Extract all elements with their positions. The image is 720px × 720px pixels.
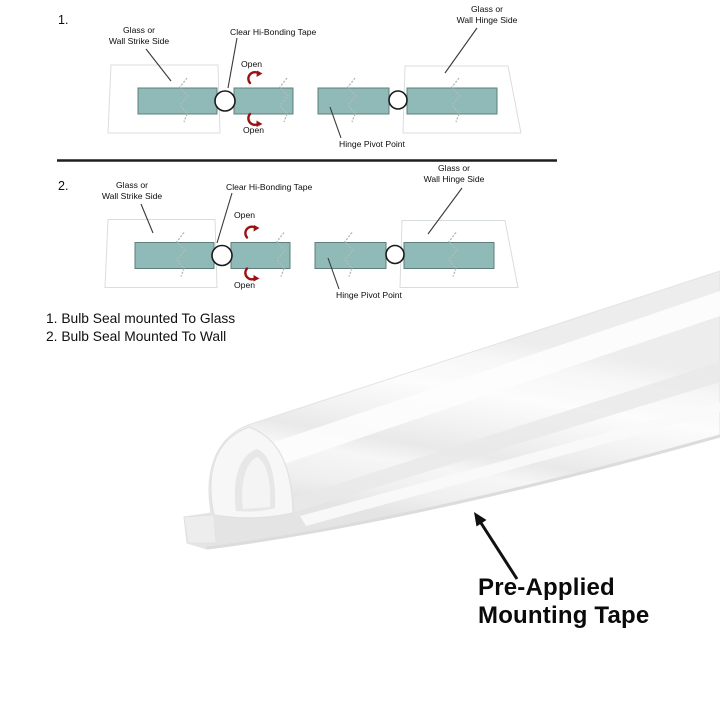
annotation-line2: Mounting Tape	[478, 602, 650, 629]
leader-glass-strike	[140, 203, 154, 234]
annotation-line1: Pre-Applied	[478, 574, 615, 601]
mounting-tape-annotation: Pre-Applied Mounting Tape	[478, 574, 649, 630]
diagram1-number: 1.	[58, 13, 69, 27]
open-label-top: Open	[241, 59, 263, 69]
leader-glass-strike	[145, 48, 172, 82]
leader-tape	[227, 37, 238, 89]
glass-hinge-label: Glass or Wall Hinge Side	[406, 163, 502, 184]
open-label-bottom: Open	[234, 280, 256, 290]
caption-list: 1. Bulb Seal mounted To Glass 2. Bulb Se…	[46, 310, 235, 345]
glass-strike-label-line2: Wall Strike Side	[101, 190, 163, 201]
diagram2-number: 2.	[58, 179, 69, 193]
glass-strike-label-line1: Glass or	[123, 25, 155, 35]
seal-base-step-highlight	[300, 402, 720, 526]
diagram1-panel-row	[108, 65, 521, 133]
glass-hinge-label-line1: Glass or	[438, 163, 470, 173]
tape-label: Clear Hi-Bonding Tape	[230, 27, 317, 37]
glass-strike-label-line1: Glass or	[116, 180, 148, 190]
open-label-bottom: Open	[243, 125, 265, 135]
hinge-pivot-label: Hinge Pivot Point	[336, 290, 402, 300]
glass-hinge-label-line2: Wall Hinge Side	[456, 14, 518, 25]
mounting-tape-edge	[206, 434, 720, 550]
tape-label: Clear Hi-Bonding Tape	[226, 182, 313, 192]
hinge-pivot-label: Hinge Pivot Point	[339, 139, 405, 149]
leader-glass-hinge	[444, 27, 478, 74]
open-label-top: Open	[234, 210, 256, 220]
seal-bulb-cavity-inner	[242, 457, 271, 509]
arrow-head	[474, 512, 487, 527]
caption-item-1: 1. Bulb Seal mounted To Glass	[46, 311, 236, 326]
seal-top-highlight-band	[260, 291, 720, 470]
glass-hinge-label-line2: Wall Hinge Side	[423, 173, 485, 184]
annotation-arrow	[474, 512, 519, 580]
glass-strike-label: Glass or Wall Strike Side	[91, 25, 187, 46]
leader-hinge-pivot	[329, 106, 342, 139]
glass-strike-label-line2: Wall Strike Side	[108, 35, 170, 46]
glass-hinge-label-line1: Glass or	[471, 4, 503, 14]
leader-tape	[216, 192, 233, 244]
arrow-shaft	[479, 522, 519, 580]
leader-hinge-pivot	[327, 257, 340, 290]
installation-diagram-1	[108, 27, 521, 139]
glass-strike-label: Glass or Wall Strike Side	[84, 180, 180, 201]
seal-base-end-face	[183, 514, 217, 544]
leader-glass-hinge	[427, 187, 463, 235]
bulb-seal-product-photo	[183, 270, 720, 550]
seal-under-bulb-shade-band	[293, 362, 720, 512]
caption-item-2: 2. Bulb Seal Mounted To Wall	[46, 328, 227, 344]
diagram2-panel-row	[105, 220, 518, 288]
installation-diagram-2	[105, 187, 518, 290]
glass-hinge-label: Glass or Wall Hinge Side	[439, 4, 535, 25]
